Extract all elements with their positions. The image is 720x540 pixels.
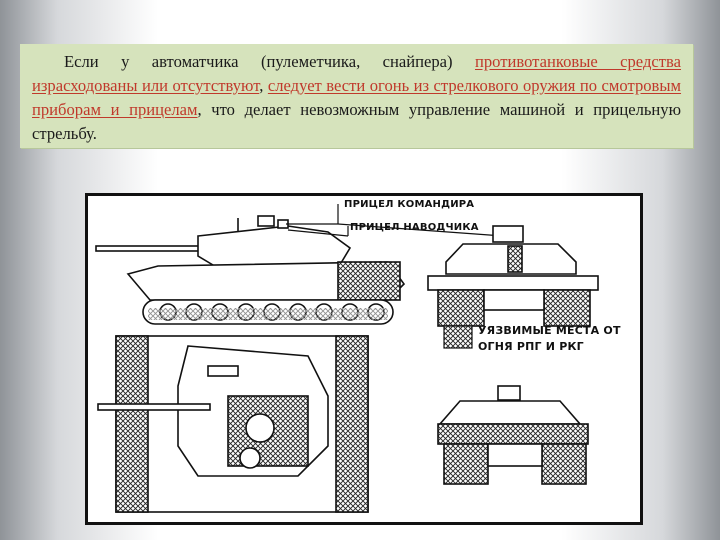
- side-gun-barrel: [95, 245, 207, 252]
- label-gunner-sight: ПРИЦЕЛ НАВОДЧИКА: [350, 222, 479, 233]
- front-hull-lower: [483, 289, 545, 311]
- tank-diagram-figure: ПРИЦЕЛ КОМАНДИРА ПРИЦЕЛ НАВОДЧИКА УЯЗВИМ…: [85, 193, 643, 525]
- front-hull-top: [427, 275, 599, 291]
- tank-drawings: [95, 204, 599, 513]
- side-turret: [197, 225, 352, 269]
- tank-side-view: [95, 215, 406, 325]
- text-block: Если у автоматчика (пулеметчика, снайпер…: [20, 44, 693, 148]
- side-commander-sight: [257, 215, 275, 227]
- rear-hull-lower: [487, 443, 543, 467]
- tank-front-view: [427, 225, 599, 327]
- label-leader-lines: [286, 204, 504, 237]
- highlight-fire-at-sights: следует вести огонь из стрелкового оружи…: [32, 76, 682, 119]
- rear-right-track: [541, 443, 587, 485]
- top-left-track: [115, 335, 149, 513]
- rear-left-track: [443, 443, 489, 485]
- front-commander-sight: [492, 225, 524, 243]
- label-commander-sight: ПРИЦЕЛ КОМАНДИРА: [344, 199, 475, 210]
- text-part-5: , что делает невозможным управление маши…: [32, 100, 681, 143]
- top-gun-barrel: [97, 403, 211, 411]
- highlight-anti-tank-means: противотанковые средства израсходованы и…: [32, 52, 681, 95]
- tank-rear-view: [437, 385, 589, 485]
- front-left-track: [437, 289, 485, 327]
- tank-top-view: [97, 335, 369, 513]
- front-right-track: [543, 289, 591, 327]
- legend-line-1: УЯЗВИМЫЕ МЕСТА ОТ: [478, 324, 621, 337]
- rear-engine-deck: [437, 423, 589, 445]
- legend-hatch-swatch: [443, 325, 473, 349]
- top-right-track: [335, 335, 369, 513]
- paragraph: Если у автоматчика (пулеметчика, снайпер…: [32, 50, 681, 146]
- rear-turret-top: [497, 385, 521, 401]
- text-part-1: Если у автоматчика (пулеметчика, снайпер…: [64, 52, 475, 71]
- side-hull: [126, 261, 406, 301]
- rear-turret: [438, 400, 582, 425]
- text-part-3: ,: [259, 76, 268, 95]
- side-rear-vulnerable-area: [337, 261, 401, 301]
- legend-line-2: ОГНЯ РПГ И РКГ: [478, 340, 584, 353]
